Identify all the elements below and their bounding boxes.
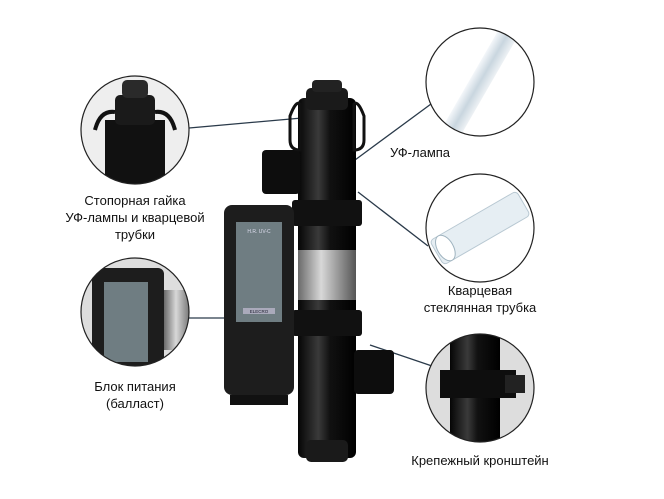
label-lock-nut-line1: Стопорная гайка (84, 193, 186, 208)
label-ballast-line1: Блок питания (94, 379, 176, 394)
ballast-model-text: H.R. UV-C (247, 229, 271, 235)
label-lock-nut: Стопорная гайка УФ-лампы и кварцевой тру… (60, 192, 210, 243)
label-quartz-tube: Кварцевая стеклянная трубка (405, 282, 555, 316)
leader-lines (188, 103, 433, 367)
detail-quartz-tube (426, 174, 534, 282)
label-lock-nut-line3: трубки (114, 227, 156, 242)
uv-sterilizer-device (262, 80, 394, 462)
detail-lock-nut (81, 76, 189, 184)
label-bracket: Крепежный кронштейн (411, 453, 549, 468)
label-lock-nut-line2: УФ-лампы и кварцевой (65, 210, 205, 225)
detail-ballast (81, 258, 189, 366)
ballast-brand-text: ELECRO (250, 309, 269, 314)
label-quartz-tube-line2: стеклянная трубка (423, 300, 537, 315)
ballast-box: H.R. UV-C ELECRO (224, 205, 294, 405)
detail-bracket (426, 334, 534, 442)
label-ballast: Блок питания (балласт) (60, 378, 210, 412)
label-uv-lamp: УФ-лампа (389, 145, 451, 160)
label-ballast-line2: (балласт) (106, 396, 164, 411)
label-quartz-tube-line1: Кварцевая (447, 283, 513, 298)
